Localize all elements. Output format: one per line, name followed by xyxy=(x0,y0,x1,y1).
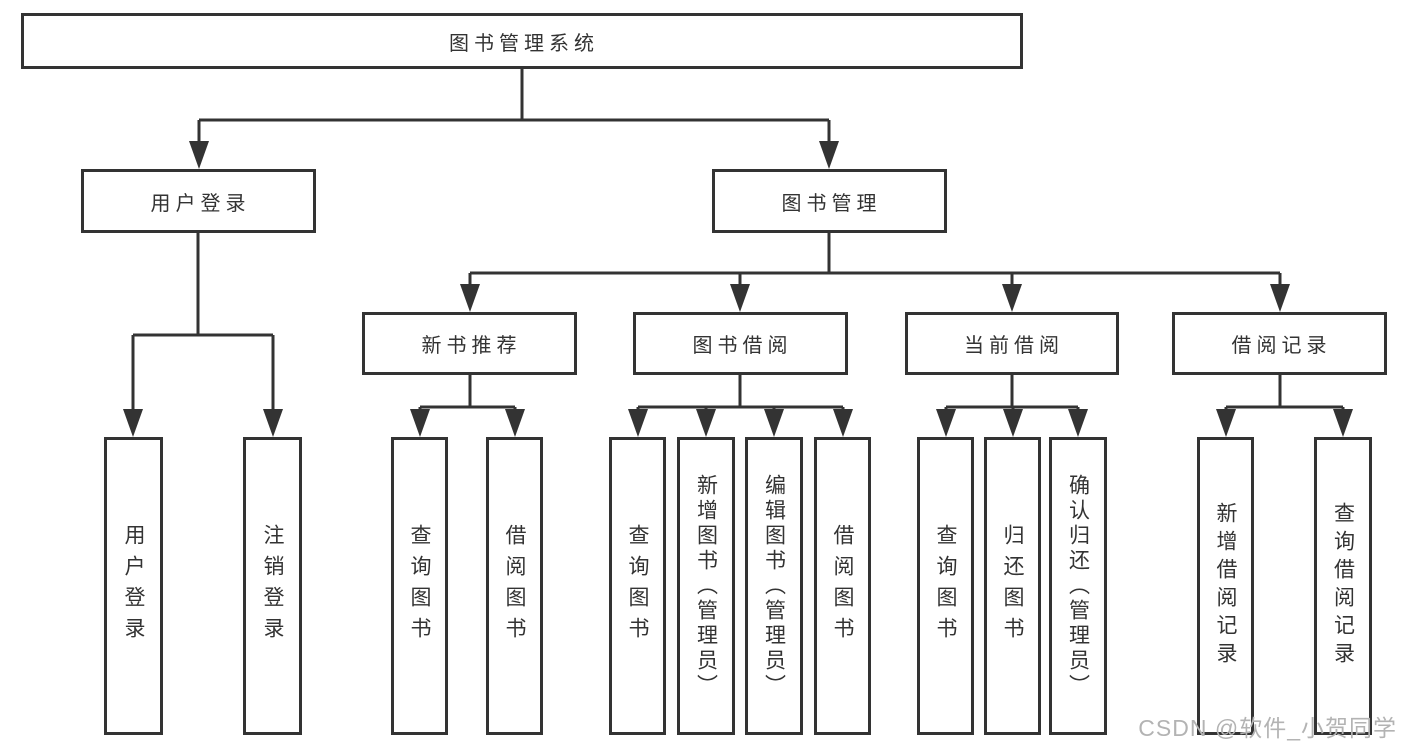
node-label: 查询图书 xyxy=(408,524,431,648)
node-label: 新书推荐 xyxy=(421,335,522,357)
leaf-current-return-books: 归还图书 xyxy=(984,437,1041,735)
node-book-borrowing: 图书借阅 xyxy=(633,312,848,375)
leaf-records-query-borrow-record: 查询借阅记录 xyxy=(1314,437,1372,735)
leaf-current-confirm-return-admin: 确认归还（管理员） xyxy=(1049,437,1107,735)
node-current-borrowing: 当前借阅 xyxy=(905,312,1119,375)
node-book-management: 图书管理 xyxy=(712,169,947,233)
watermark-csdn: CSDN @软件_小贺同学 xyxy=(1138,715,1397,741)
node-label: 新增图书（管理员） xyxy=(694,473,718,699)
node-label: 当前借阅 xyxy=(964,335,1064,357)
leaf-recommend-query-books: 查询图书 xyxy=(391,437,448,735)
node-label: 借阅图书 xyxy=(831,524,854,648)
node-label: 归还图书 xyxy=(1001,524,1024,648)
arrowheads xyxy=(123,141,1353,437)
node-borrowing-records: 借阅记录 xyxy=(1172,312,1387,375)
node-label: 编辑图书（管理员） xyxy=(762,473,786,699)
node-label: 借阅记录 xyxy=(1231,335,1332,357)
node-new-book-recommendation: 新书推荐 xyxy=(362,312,577,375)
leaf-current-query-books: 查询图书 xyxy=(917,437,974,735)
leaf-user-login: 用户登录 xyxy=(104,437,163,735)
leaf-recommend-borrow-books: 借阅图书 xyxy=(486,437,543,735)
node-label: 图书管理 xyxy=(781,192,882,215)
node-library-management-system: 图书管理系统 xyxy=(21,13,1023,69)
node-label: 查询借阅记录 xyxy=(1331,502,1355,670)
node-label: 查询图书 xyxy=(626,524,649,648)
leaf-logout-login: 注销登录 xyxy=(243,437,302,735)
node-label: 注销登录 xyxy=(261,524,284,648)
node-user-login: 用户登录 xyxy=(81,169,316,233)
node-label: 查询图书 xyxy=(934,524,957,648)
node-label: 图书管理系统 xyxy=(449,32,599,55)
leaf-borrowing-add-books-admin: 新增图书（管理员） xyxy=(677,437,735,735)
leaf-borrowing-borrow-books: 借阅图书 xyxy=(814,437,871,735)
node-label: 用户登录 xyxy=(122,524,145,648)
node-label: 确认归还（管理员） xyxy=(1066,473,1090,699)
leaf-borrowing-edit-books-admin: 编辑图书（管理员） xyxy=(745,437,803,735)
node-label: 借阅图书 xyxy=(503,524,526,648)
leaf-borrowing-query-books: 查询图书 xyxy=(609,437,666,735)
leaf-records-add-borrow-record: 新增借阅记录 xyxy=(1197,437,1254,735)
node-label: 新增借阅记录 xyxy=(1214,502,1237,670)
node-label: 图书借阅 xyxy=(692,335,793,357)
node-label: 用户登录 xyxy=(150,192,251,215)
